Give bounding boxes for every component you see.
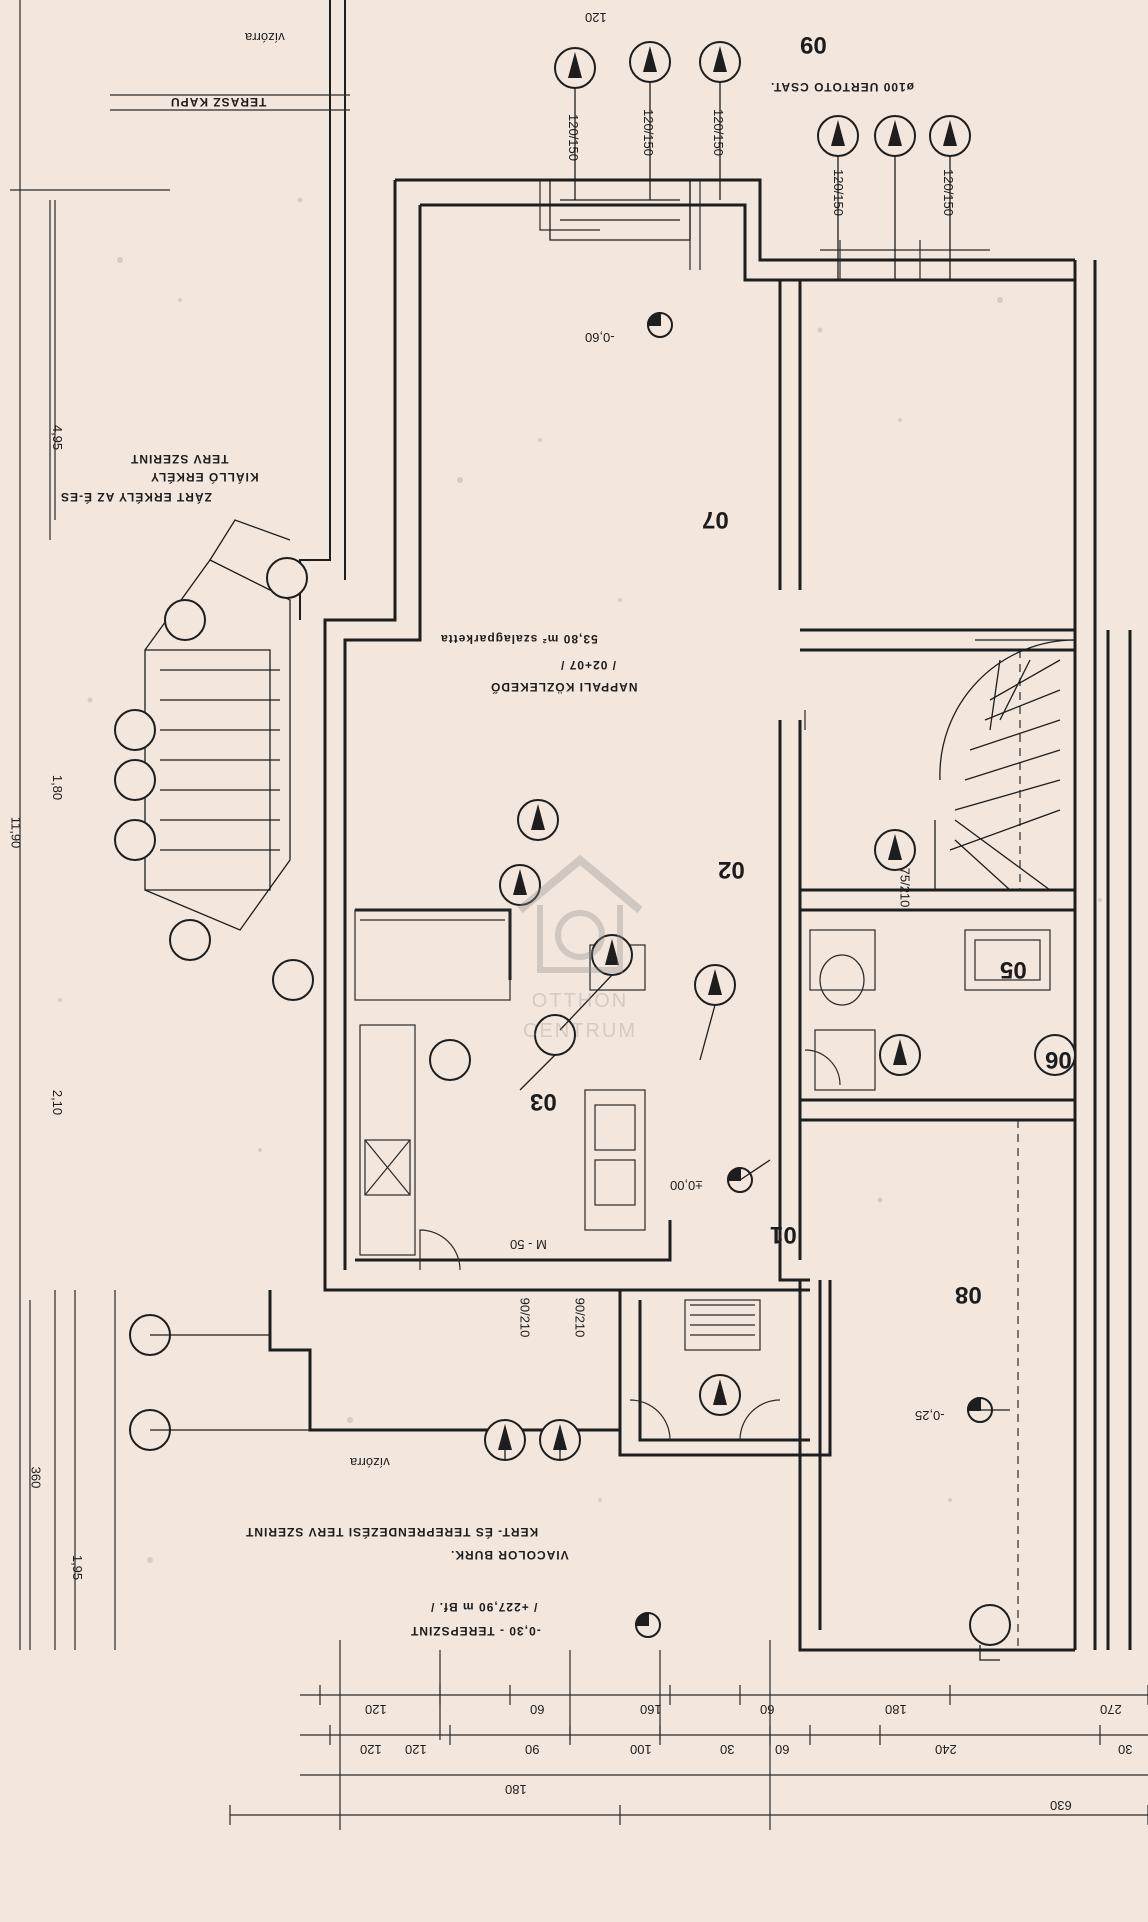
dim-row1-1: 60 bbox=[530, 1702, 545, 1717]
dim-row1-2: 160 bbox=[640, 1702, 662, 1717]
room-09-label: 09 bbox=[800, 31, 827, 58]
left-dim-1: 4,95 bbox=[50, 424, 66, 451]
dim-row2-0: 120 bbox=[360, 1742, 382, 1757]
level-top: -0,60 bbox=[585, 330, 615, 345]
dim-row2-6: 240 bbox=[935, 1742, 957, 1757]
thin-lines bbox=[10, 0, 1148, 1830]
left-dim-0: 11,90 bbox=[8, 816, 24, 849]
room-05-label: 05 bbox=[1000, 956, 1027, 983]
dim-row3-0: 180 bbox=[505, 1782, 527, 1797]
vizorra-top: vízórra bbox=[245, 30, 285, 45]
viacolor-note-2: KERT- ÉS TEREPRENDEZÉSI TERV SZERINT bbox=[245, 1525, 539, 1539]
terasz-note: TERASZ KAPU bbox=[170, 95, 267, 109]
left-dim-4: 360 bbox=[28, 1466, 44, 1489]
room-01-label: 01 bbox=[770, 1221, 797, 1248]
spiral-staircase bbox=[934, 639, 1076, 891]
leader-lines bbox=[150, 82, 1010, 1661]
room-07-label: 07 bbox=[702, 506, 729, 533]
room-06-label: 06 bbox=[1045, 1046, 1072, 1073]
dim-row1-5: 270 bbox=[1100, 1702, 1122, 1717]
arrow-note: M - 50 bbox=[510, 1237, 547, 1252]
paper-stains bbox=[58, 197, 1102, 1563]
dim-row1-3: 60 bbox=[760, 1702, 775, 1717]
left-dim-3: 2,10 bbox=[50, 1089, 66, 1116]
window-dim-4: 120/150 bbox=[941, 169, 956, 216]
dim-row2-1: 120 bbox=[405, 1742, 427, 1757]
nappali-number: / 02+07 / bbox=[560, 658, 617, 672]
window-marker bbox=[969, 1604, 1011, 1646]
window-marker bbox=[266, 557, 308, 599]
room-03-label: 03 bbox=[530, 1088, 557, 1115]
window-marker bbox=[164, 599, 206, 641]
level-right: -0,25 bbox=[915, 1408, 945, 1423]
door-dim-2: 75/210 bbox=[897, 867, 913, 908]
window-markers bbox=[114, 41, 1076, 1646]
terv-szerint-note: TERV SZERINT bbox=[130, 452, 229, 466]
kiallo-erkely-note: KIÁLLÓ ERKÉLY bbox=[150, 470, 259, 484]
dim-row3-1: 630 bbox=[1050, 1798, 1072, 1813]
door-dim-0: 90/210 bbox=[517, 1297, 533, 1338]
dim-row1-4: 180 bbox=[885, 1702, 907, 1717]
window-dim-2: 120/150 bbox=[711, 109, 726, 156]
window-marker bbox=[272, 959, 314, 1001]
nappali-label: NAPPALI KÖZLEKEDŐ bbox=[490, 680, 638, 694]
terepszint-level: / +227,90 m Bf. / bbox=[430, 1600, 538, 1614]
window-marker-arrows bbox=[498, 46, 957, 1450]
dim-row2-3: 100 bbox=[630, 1742, 652, 1757]
window-marker bbox=[169, 919, 211, 961]
dim-row2-7: 30 bbox=[1118, 1742, 1133, 1757]
dim-row1-0: 120 bbox=[365, 1702, 387, 1717]
window-dim-1: 120/150 bbox=[641, 109, 656, 156]
terepszint-note: -0,30 - TEREPSZINT bbox=[410, 1624, 541, 1638]
entry-stair bbox=[549, 180, 691, 241]
window-marker bbox=[1034, 1034, 1076, 1076]
window-marker bbox=[114, 819, 156, 861]
window-marker bbox=[114, 759, 156, 801]
left-dim-5: 1,95 bbox=[70, 1554, 86, 1581]
terrace-stair bbox=[144, 519, 291, 931]
vizorra-bottom: vízórra bbox=[350, 1455, 390, 1470]
dim-row2-5: 60 bbox=[775, 1742, 790, 1757]
window-marker bbox=[429, 1039, 471, 1081]
csatorna-note: ø100 UERTOTO CSAT. bbox=[770, 80, 915, 94]
dim-row2-2: 90 bbox=[525, 1742, 540, 1757]
window-dim-3: 120/150 bbox=[831, 169, 846, 216]
window-marker bbox=[114, 709, 156, 751]
top-dimension: 120 bbox=[585, 10, 607, 25]
level-mid: ±0,00 bbox=[670, 1178, 703, 1193]
left-dim-2: 1,80 bbox=[50, 774, 66, 801]
dim-row2-4: 30 bbox=[720, 1742, 735, 1757]
door-dim-1: 90/210 bbox=[572, 1297, 588, 1338]
zart-erkely-note: ZÁRT ERKÉLY AZ É-ES bbox=[60, 490, 212, 504]
room-02-label: 02 bbox=[718, 856, 745, 883]
window-dim-0: 120/150 bbox=[566, 114, 581, 161]
viacolor-note-1: VIACOLOR BURK. bbox=[450, 1548, 569, 1562]
level-markers bbox=[634, 311, 993, 1638]
room-08-label: 08 bbox=[955, 1281, 982, 1308]
nappali-area: 53,80 m² szalagparketta bbox=[440, 632, 598, 646]
